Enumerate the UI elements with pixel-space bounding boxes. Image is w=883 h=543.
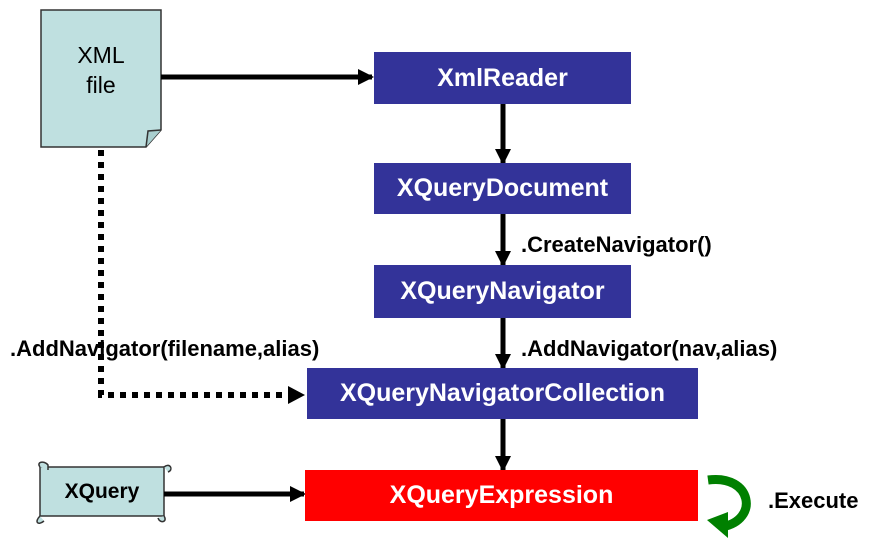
xml-file-document xyxy=(40,9,162,148)
execute-loop-arrow xyxy=(707,475,751,538)
dotted-connector-arrowhead xyxy=(288,386,305,404)
dotted-connector-file-to-collection xyxy=(98,150,288,398)
xml-file-label: XML file xyxy=(40,40,162,100)
xquerynavigatorcollection-box: XQueryNavigatorCollection xyxy=(307,368,698,419)
label-execute: .Execute xyxy=(768,488,859,513)
label-create-navigator: .CreateNavigator() xyxy=(521,232,712,257)
xquerynavigator-box: XQueryNavigator xyxy=(374,265,631,318)
xml-file-label-line2: file xyxy=(86,72,116,98)
xquerydocument-box: XQueryDocument xyxy=(374,163,631,214)
xml-file-label-line1: XML xyxy=(77,42,125,68)
label-add-navigator-nav-alias: .AddNavigator(nav,alias) xyxy=(521,336,778,361)
label-add-navigator-filename-alias: .AddNavigator(filename,alias) xyxy=(10,336,320,361)
xqueryexpression-box: XQueryExpression xyxy=(305,470,698,521)
xmlreader-box: XmlReader xyxy=(374,52,631,104)
xquery-scroll xyxy=(36,461,172,524)
xquery-scroll-label: XQuery xyxy=(64,480,140,503)
